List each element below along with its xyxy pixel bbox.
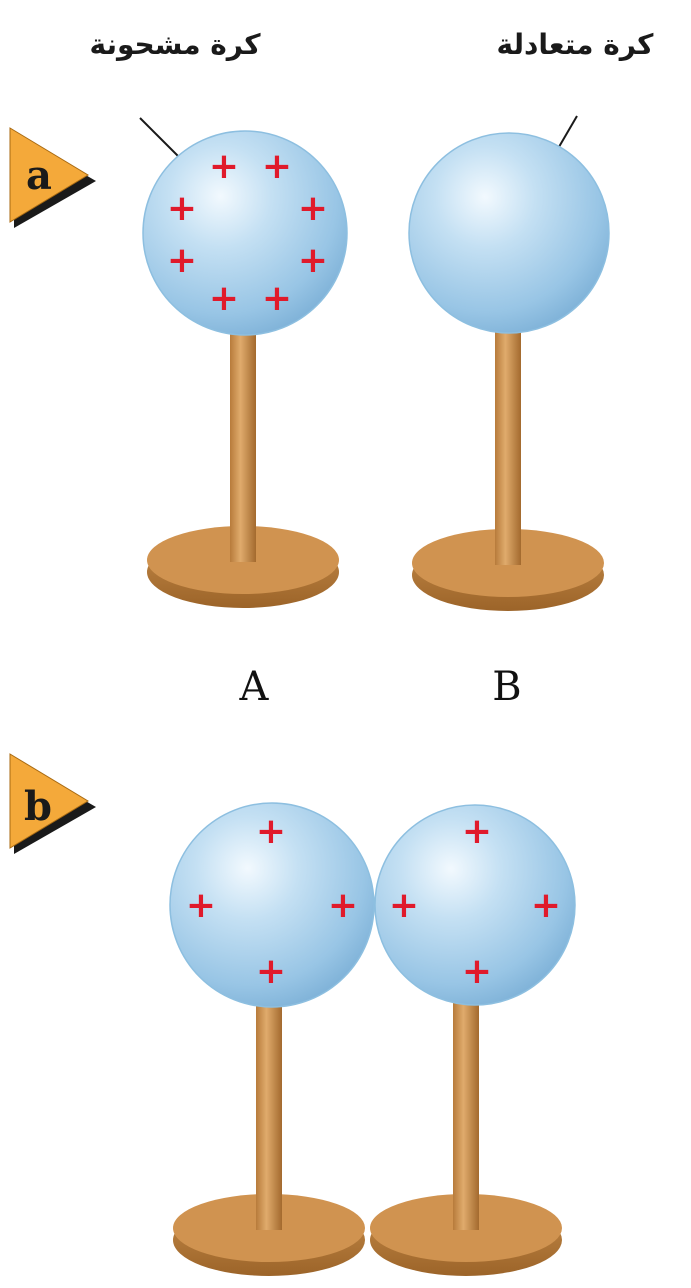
stand-b-left [173,980,365,1276]
charge-plus: + [209,146,239,187]
stand-a-rod [230,310,256,562]
panel-a-marker: a [10,128,96,228]
charge-plus: + [186,885,216,926]
charge-plus: + [328,885,358,926]
stand-a [147,310,339,608]
charge-plus: + [462,951,492,992]
stand-b-right-rod [453,980,479,1230]
sphere-a-name: A [239,664,270,710]
sphere-b-name: B [492,664,521,710]
charge-plus: + [262,278,292,319]
charge-plus: + [167,188,197,229]
stand-b-left-rod [256,980,282,1230]
charge-plus: + [298,188,328,229]
charged-sphere-label: كرة مشحونة [89,28,261,61]
charge-plus: + [209,278,239,319]
charge-plus: + [167,240,197,281]
sphere-a-charged [143,131,347,335]
charge-plus: + [531,885,561,926]
stand-b-rod [495,310,521,565]
stand-b-right [370,980,562,1276]
charge-plus: + [389,885,419,926]
stand-b [412,310,604,611]
panel-a-letter: a [26,152,52,199]
charge-plus: + [298,240,328,281]
charged-sphere-leader-line [140,118,184,162]
neutral-sphere-label: كرة متعادلة [497,28,655,61]
sphere-b-neutral [409,133,609,333]
charge-plus: + [256,951,286,992]
charge-plus: + [462,811,492,852]
panel-b-marker: b [10,754,96,854]
charge-plus: + [256,811,286,852]
panel-b-letter: b [24,783,52,830]
charge-plus: + [262,146,292,187]
